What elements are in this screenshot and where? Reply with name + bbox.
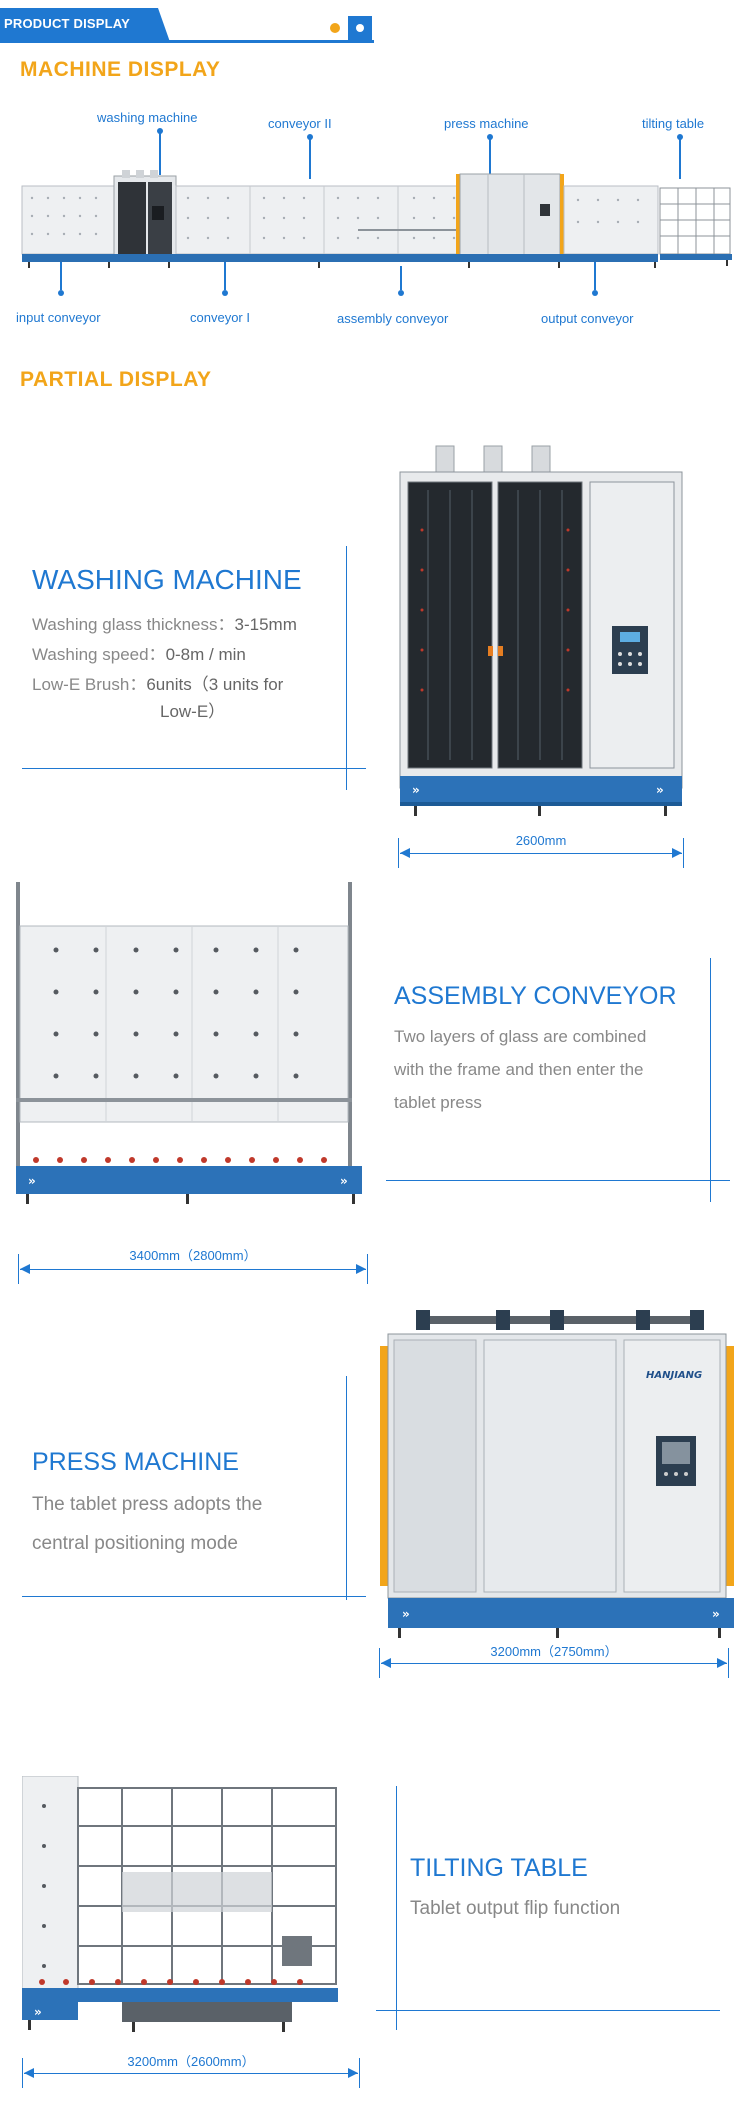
assembly-desc-line2: with the frame and then enter the bbox=[394, 1060, 644, 1079]
callout-line bbox=[309, 137, 311, 179]
tilting-dimension: 3200mm（2600mm） bbox=[127, 2054, 255, 2069]
production-line-illustration bbox=[21, 170, 732, 268]
tab-background bbox=[0, 8, 170, 42]
dim-arrow-left-icon bbox=[24, 2068, 34, 2078]
dim-line bbox=[20, 1269, 366, 1270]
dim-tick bbox=[367, 1254, 368, 1284]
dim-tick bbox=[18, 1254, 19, 1284]
dim-line bbox=[24, 2073, 358, 2074]
callout-line bbox=[400, 266, 402, 290]
svg-text:»: » bbox=[340, 1174, 348, 1188]
callout-line bbox=[489, 137, 491, 177]
assembly-horizontal-rule bbox=[386, 1180, 730, 1181]
callout-conveyor-ii: conveyor II bbox=[268, 116, 332, 131]
svg-text:»: » bbox=[402, 1607, 410, 1621]
assembly-conveyor-image: » » bbox=[16, 882, 362, 1204]
spec-label: Washing speed： bbox=[32, 645, 166, 664]
callout-dot bbox=[398, 290, 404, 296]
tilting-heading: TILTING TABLE bbox=[410, 1854, 588, 1882]
washing-spec-brush: Low-E Brush：6units（3 units for bbox=[32, 670, 283, 700]
callout-line bbox=[679, 137, 681, 179]
washing-spec-thickness: Washing glass thickness：3-15mm bbox=[32, 610, 297, 640]
partial-display-title: PARTIAL DISPLAY bbox=[20, 368, 212, 391]
washing-heading: WASHING MACHINE bbox=[32, 564, 302, 595]
spec-label: Low-E Brush： bbox=[32, 675, 147, 694]
assembly-dimension: 3400mm（2800mm） bbox=[129, 1248, 257, 1263]
callout-conveyor-i: conveyor I bbox=[190, 310, 250, 325]
svg-text:»: » bbox=[412, 783, 420, 797]
spec-label: Washing glass thickness： bbox=[32, 615, 235, 634]
assembly-heading: ASSEMBLY CONVEYOR bbox=[394, 982, 677, 1010]
dim-tick bbox=[683, 838, 684, 868]
tilting-table-image: » bbox=[22, 1776, 338, 2032]
blue-square-icon bbox=[348, 16, 372, 40]
assembly-desc-line3: tablet press bbox=[394, 1093, 482, 1112]
callout-output-conveyor: output conveyor bbox=[541, 311, 634, 326]
svg-text:»: » bbox=[28, 1174, 36, 1188]
dim-line bbox=[381, 1663, 727, 1664]
press-vertical-rule bbox=[346, 1376, 347, 1600]
dim-line bbox=[400, 853, 682, 854]
dim-tick bbox=[359, 2058, 360, 2088]
spec-value: 3-15mm bbox=[234, 615, 297, 634]
spec-value: 0-8m / min bbox=[165, 645, 246, 664]
washing-dimension: 2600mm bbox=[515, 833, 567, 848]
press-heading: PRESS MACHINE bbox=[32, 1448, 239, 1476]
press-desc-line2: central positioning mode bbox=[32, 1533, 238, 1554]
svg-text:»: » bbox=[656, 783, 664, 797]
dim-tick bbox=[398, 838, 399, 868]
dim-tick bbox=[22, 2058, 23, 2088]
callout-line bbox=[60, 262, 62, 290]
dim-arrow-left-icon bbox=[381, 1658, 391, 1668]
callout-dot bbox=[222, 290, 228, 296]
press-brand-logo: HANJIANG bbox=[646, 1370, 702, 1381]
callout-press-machine: press machine bbox=[444, 116, 529, 131]
washing-vertical-rule bbox=[346, 546, 347, 790]
callout-input-conveyor: input conveyor bbox=[16, 310, 101, 325]
washing-machine-image: » » bbox=[399, 445, 683, 816]
dim-arrow-left-icon bbox=[400, 848, 410, 858]
press-dimension: 3200mm（2750mm） bbox=[490, 1644, 618, 1659]
callout-washing-machine: washing machine bbox=[97, 110, 198, 125]
machine-display-title: MACHINE DISPLAY bbox=[20, 58, 221, 81]
svg-text:»: » bbox=[34, 2005, 42, 2019]
callout-dot bbox=[592, 290, 598, 296]
washing-horizontal-rule bbox=[22, 768, 366, 769]
press-horizontal-rule bbox=[22, 1596, 366, 1597]
orange-dot-icon bbox=[330, 23, 340, 33]
assembly-desc-line1: Two layers of glass are combined bbox=[394, 1027, 647, 1046]
svg-text:»: » bbox=[712, 1607, 720, 1621]
callout-tilting-table: tilting table bbox=[642, 116, 705, 131]
dim-arrow-right-icon bbox=[348, 2068, 358, 2078]
dim-arrow-right-icon bbox=[672, 848, 682, 858]
callout-line bbox=[159, 131, 161, 175]
press-machine-image: HANJIANG » » bbox=[380, 1310, 734, 1638]
assembly-vertical-rule bbox=[710, 958, 711, 1202]
tilting-horizontal-rule bbox=[376, 2010, 720, 2011]
callout-line bbox=[594, 262, 596, 290]
dim-tick bbox=[379, 1648, 380, 1678]
spec-value: Low-E） bbox=[160, 702, 226, 721]
tilting-desc: Tablet output flip function bbox=[410, 1898, 621, 1919]
dim-tick bbox=[728, 1648, 729, 1678]
tilting-vertical-rule bbox=[396, 1786, 397, 2030]
washing-spec-speed: Washing speed：0-8m / min bbox=[32, 640, 246, 670]
tab-underline bbox=[0, 40, 374, 43]
press-desc-line1: The tablet press adopts the bbox=[32, 1494, 263, 1515]
callout-line bbox=[224, 262, 226, 290]
dim-arrow-right-icon bbox=[356, 1264, 366, 1274]
spec-value: 6units（3 units for bbox=[146, 675, 284, 694]
washing-spec-brush-cont: Low-E） bbox=[160, 697, 225, 727]
callout-assembly-conveyor: assembly conveyor bbox=[337, 311, 449, 326]
callout-dot bbox=[58, 290, 64, 296]
tab-label: PRODUCT DISPLAY bbox=[4, 16, 131, 31]
dim-arrow-right-icon bbox=[717, 1658, 727, 1668]
product-display-tab: PRODUCT DISPLAY bbox=[0, 8, 374, 43]
dim-arrow-left-icon bbox=[20, 1264, 30, 1274]
